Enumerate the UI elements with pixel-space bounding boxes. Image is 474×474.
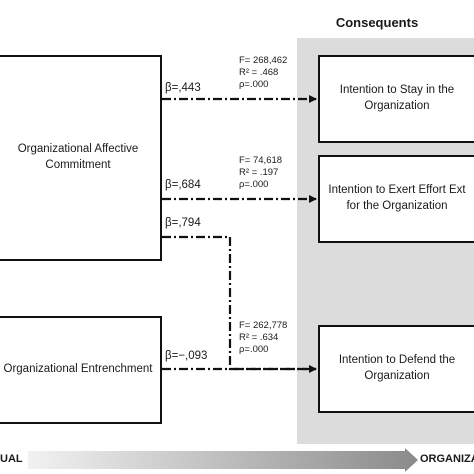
affective-commitment-label-line-2: Commitment <box>45 159 111 171</box>
entrenchment-label: Organizational Entrenchment <box>3 363 153 376</box>
entrenchment-box: Organizational Entrenchment <box>0 316 162 424</box>
stats-effort-r2: R² = .197 <box>239 167 279 178</box>
stats-stay-r2: R² = .468 <box>239 67 279 78</box>
stats-defend-r2: R² = .634 <box>239 332 279 343</box>
stats-effort: F= 74,618 R² = .197 ρ=.000 <box>239 155 282 191</box>
beta-defend-entrenchment: β=−,093 <box>165 350 208 362</box>
intention-effort-box: Intention to Exert Effort Ext for the Or… <box>318 155 474 243</box>
intention-effort-label-line-2: for the Organization <box>346 200 448 212</box>
intention-effort-label-line-1: Intention to Exert Effort Ext <box>328 184 466 197</box>
stats-stay-p: ρ=.000 <box>239 79 269 90</box>
stats-defend-f: F= 262,778 <box>239 320 288 331</box>
stats-stay-f: F= 268,462 <box>239 55 288 66</box>
stats-stay: F= 268,462 R² = .468 ρ=.000 <box>239 55 287 91</box>
intention-stay-box: Intention to Stay in the Organization <box>318 55 474 143</box>
intention-stay-label-line-1: Intention to Stay in the <box>339 84 455 97</box>
affective-commitment-box: Organizational Affective Commitment <box>0 55 162 261</box>
affective-commitment-label-line-1: Organizational Affective <box>17 143 139 156</box>
consequents-title: Consequents <box>335 15 419 30</box>
intention-defend-label-line-2: Organization <box>364 370 430 382</box>
stats-effort-f: F= 74,618 <box>239 155 283 166</box>
axis-left-label: UAL <box>0 453 23 465</box>
beta-effort: β=,684 <box>165 179 201 191</box>
beta-defend-commitment: β=,794 <box>165 217 201 229</box>
intention-defend-box: Intention to Defend the Organization <box>318 325 474 413</box>
intention-stay-label-line-2: Organization <box>364 100 430 112</box>
stats-defend: F= 262,778 R² = .634 ρ=.000 <box>239 320 287 356</box>
beta-stay: β=,443 <box>165 82 201 94</box>
intention-defend-label-line-1: Intention to Defend the <box>338 354 456 367</box>
axis-right-label: ORGANIZA <box>420 453 474 465</box>
level-gradient-arrow <box>28 448 418 472</box>
stats-defend-p: ρ=.000 <box>239 344 269 355</box>
stats-effort-p: ρ=.000 <box>239 179 269 190</box>
